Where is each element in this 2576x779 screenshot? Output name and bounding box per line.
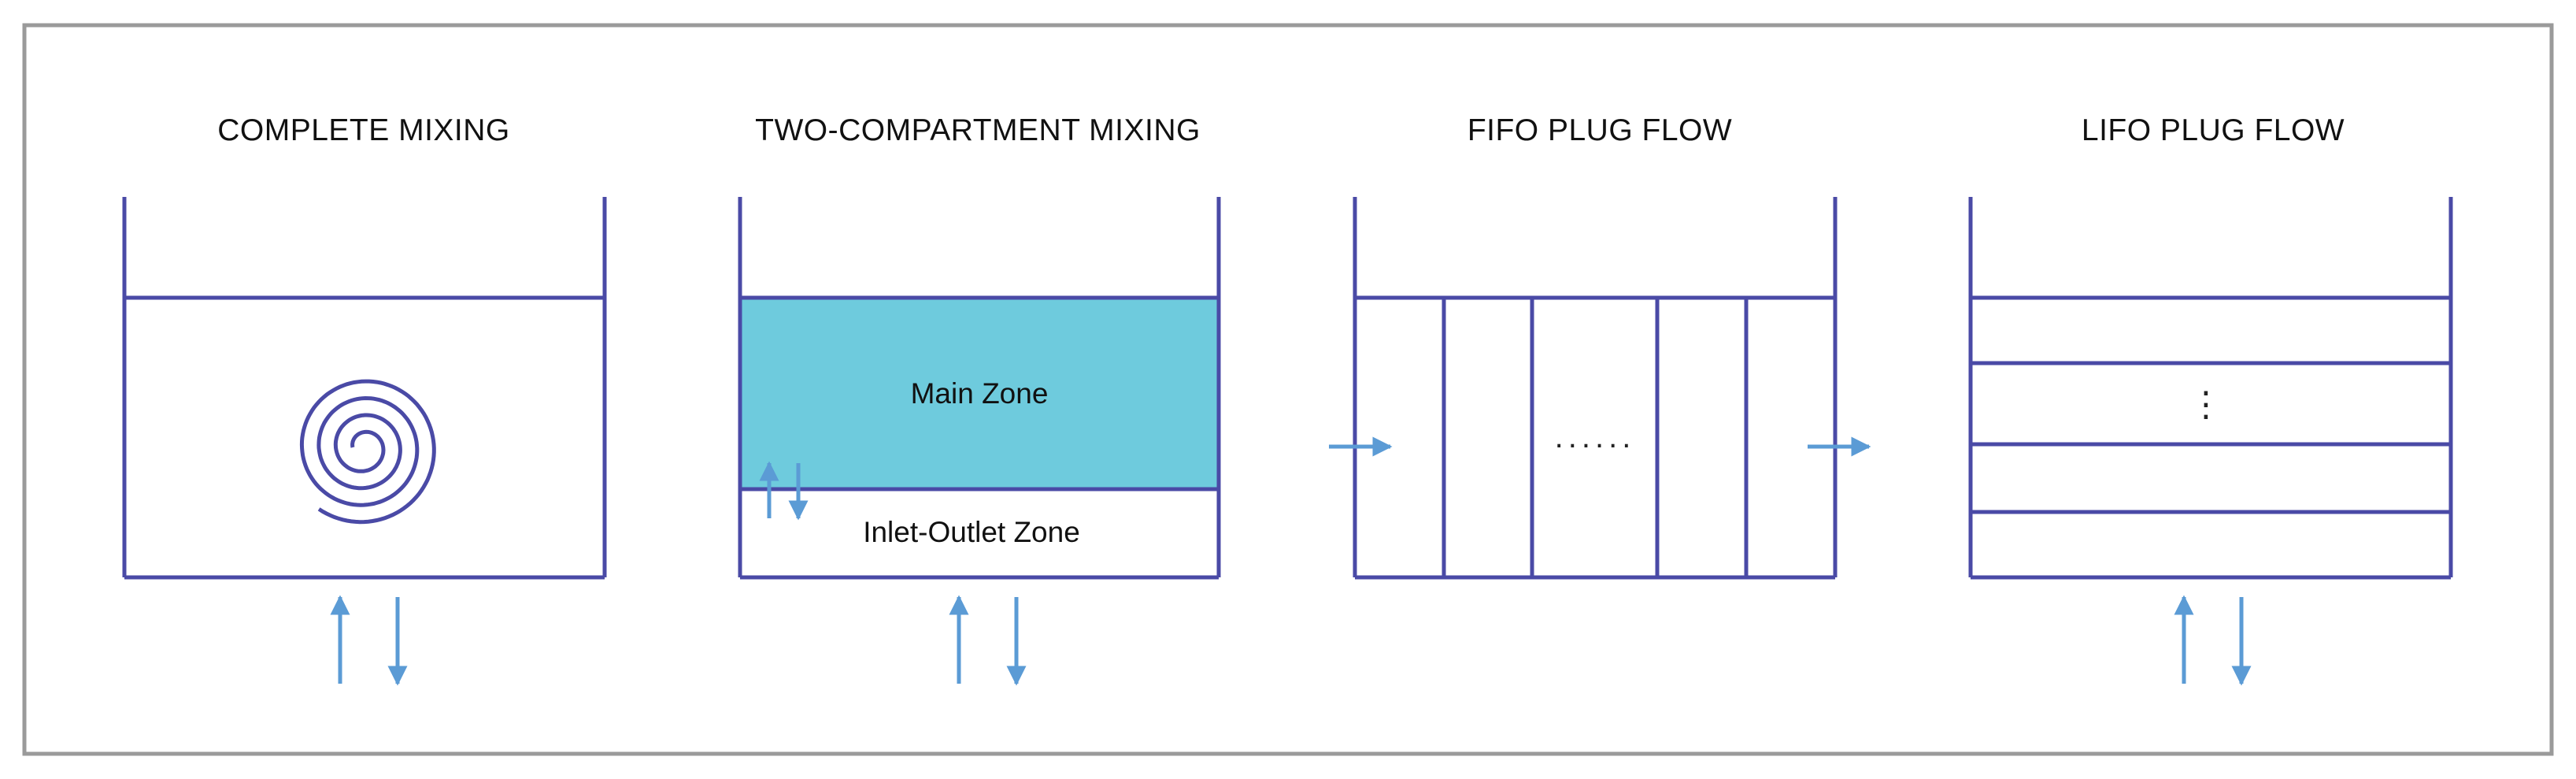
panel-title-two-compartment: TWO-COMPARTMENT MIXING	[755, 113, 1201, 147]
panel-lifo-plug-flow: LIFO PLUG FLOW ⋮	[1968, 113, 2453, 686]
tank-two-compartment	[738, 197, 1221, 580]
main-zone-label: Main Zone	[911, 377, 1049, 410]
flow-arrows-two-compartment	[759, 461, 1027, 686]
tank-complete-mixing	[122, 197, 607, 580]
lifo-vertical-ellipsis: ⋮	[2189, 385, 2223, 424]
inlet-outlet-zone-label: Inlet-Outlet Zone	[863, 516, 1080, 548]
flow-arrows-lifo	[2174, 595, 2252, 686]
mixing-spiral-icon	[299, 379, 436, 525]
panel-title-fifo: FIFO PLUG FLOW	[1468, 113, 1732, 147]
tank-fifo	[1353, 197, 1838, 580]
panel-title-lifo: LIFO PLUG FLOW	[2082, 113, 2345, 147]
panel-title-complete-mixing: COMPLETE MIXING	[217, 113, 510, 147]
panel-fifo-plug-flow: FIFO PLUG FLOW ......	[1329, 113, 1871, 580]
flow-arrows-complete-mixing	[330, 595, 408, 686]
panel-complete-mixing: COMPLETE MIXING	[122, 113, 607, 686]
fifo-ellipsis: ......	[1555, 420, 1636, 454]
outer-frame	[22, 23, 2554, 756]
main-zone	[740, 298, 1219, 489]
panel-two-compartment-mixing: TWO-COMPARTMENT MIXING Main Zone Inlet-O…	[738, 113, 1221, 686]
tank-lifo	[1968, 197, 2453, 580]
